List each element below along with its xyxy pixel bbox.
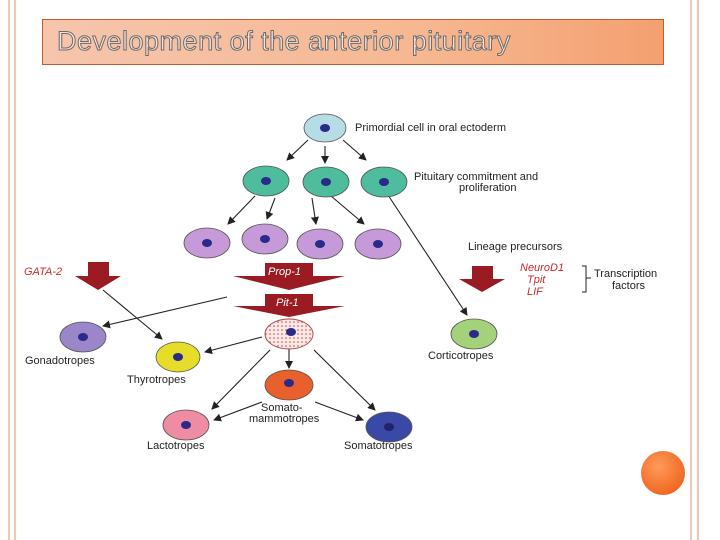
cell-committed-3 <box>360 166 408 198</box>
cell-corticotrope <box>450 318 498 350</box>
transcription-bracket <box>582 265 591 293</box>
label-lactotropes: Lactotropes <box>147 440 205 452</box>
cell-lineage-1 <box>183 227 231 259</box>
factor-arrows <box>75 262 505 317</box>
arrow-to-corticotropes <box>387 194 468 316</box>
arrow-to-gonadotropes <box>102 296 228 329</box>
label-commitment-line2: proliferation <box>459 182 516 194</box>
orange-circle-decoration <box>641 451 685 495</box>
border-line-left-inner <box>14 0 16 540</box>
label-somatomammotropes-line1: Somato- <box>261 402 303 414</box>
label-commitment-line1: Pituitary commitment and <box>414 171 538 183</box>
pit1-block-arrow <box>233 294 345 317</box>
cell-primordial <box>303 113 347 143</box>
label-transcription-line1: Transcription <box>594 268 657 280</box>
arrow-pit1-to-thyrotropes <box>204 336 263 355</box>
border-line-right-inner <box>690 0 692 540</box>
cell-lactotrope <box>162 409 210 441</box>
arrow-commit-to-lineage-3 <box>310 197 319 225</box>
factor-prop1: Prop-1 <box>268 266 301 278</box>
cell-somatomammotrope <box>264 369 314 401</box>
cell-lineage-2 <box>241 223 289 255</box>
title-banner: Development of the anterior pituitary <box>42 19 664 65</box>
arrow-to-thyrotropes <box>102 289 163 340</box>
label-somatotropes: Somatotropes <box>344 440 413 452</box>
arrow-somato-to-lactotropes <box>213 401 263 422</box>
cell-committed-2 <box>302 166 350 198</box>
label-thyrotropes: Thyrotropes <box>127 374 186 386</box>
label-gonadotropes: Gonadotropes <box>25 355 95 367</box>
border-line-right-outer <box>697 0 699 540</box>
slide-title: Development of the anterior pituitary <box>57 26 511 57</box>
gata2-block-arrow <box>75 262 121 290</box>
factor-lif: LIF <box>527 286 544 298</box>
arrow-primordial-to-commit-1 <box>286 139 309 161</box>
arrow-primordial-to-commit-3 <box>342 139 367 161</box>
arrow-pit1-to-somatotropes <box>313 349 376 411</box>
factor-pit1: Pit-1 <box>276 297 299 309</box>
prop1-block-arrow <box>233 263 345 290</box>
cell-lineage-3 <box>296 228 344 260</box>
label-corticotropes: Corticotropes <box>428 350 494 362</box>
lineage-right-block-arrow <box>459 266 505 292</box>
label-transcription-line2: factors <box>612 280 646 292</box>
arrow-commit-to-lineage-2 <box>265 197 276 220</box>
connector-arrows <box>102 139 468 422</box>
arrow-pit1-to-lactotropes <box>211 349 271 410</box>
label-primordial: Primordial cell in oral ectoderm <box>355 122 506 134</box>
arrow-commit-to-lineage-1 <box>227 195 256 225</box>
cell-thyrotrope <box>155 341 201 373</box>
factor-neurod1: NeuroD1 <box>520 262 564 274</box>
arrow-somato-to-somatotropes <box>314 401 364 422</box>
border-line-left-outer <box>8 0 10 540</box>
factor-tpit: Tpit <box>527 274 546 286</box>
cell-pit1-precursor <box>264 318 314 350</box>
factor-gata2: GATA-2 <box>24 266 62 278</box>
label-somatomammotropes-line2: mammotropes <box>249 413 320 425</box>
label-lineage: Lineage precursors <box>468 241 563 253</box>
cell-committed-1 <box>242 165 290 197</box>
cell-gonadotrope <box>59 321 107 353</box>
arrow-commit-to-lineage-4 <box>330 195 365 225</box>
cell-somatotrope <box>365 411 413 443</box>
cell-lineage-4 <box>354 228 402 260</box>
